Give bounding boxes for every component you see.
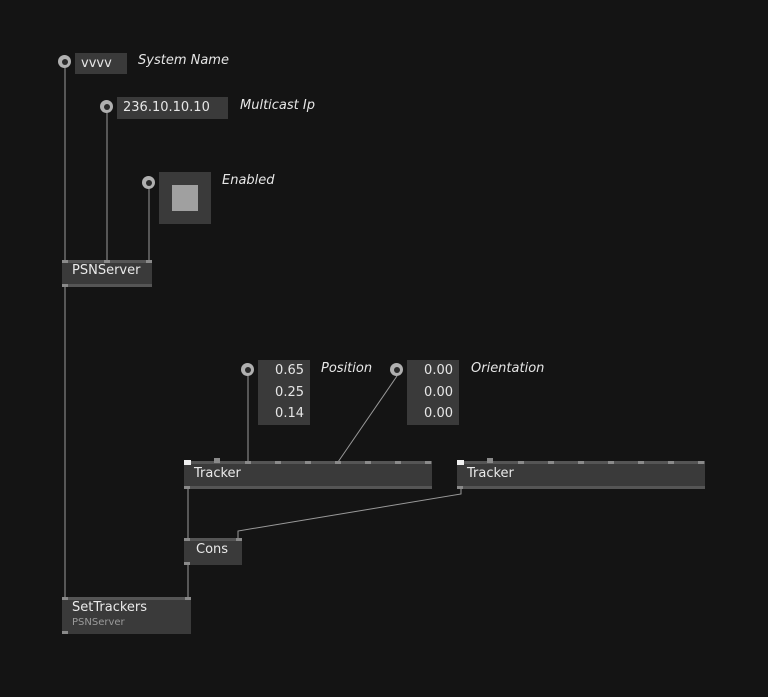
link-orientation-to-tracker bbox=[337, 375, 398, 463]
system-name-value: vvvv bbox=[81, 56, 112, 71]
position-iopad-icon[interactable] bbox=[241, 363, 254, 376]
multicast-ip-iopad-icon[interactable] bbox=[100, 100, 113, 113]
settrackers-output-pin[interactable] bbox=[62, 631, 68, 634]
orientation-iobox[interactable]: 0.00 0.00 0.00 bbox=[407, 360, 459, 425]
tracker-node[interactable]: Tracker bbox=[457, 461, 705, 489]
position-label: Position bbox=[321, 361, 373, 376]
multicast-ip-iobox[interactable]: 236.10.10.10 bbox=[117, 97, 228, 119]
node-bottom-bar bbox=[184, 486, 432, 489]
node-bottom-bar bbox=[457, 486, 705, 489]
link-tracker2-to-cons bbox=[237, 489, 462, 538]
tracker-node[interactable]: Tracker bbox=[184, 461, 432, 489]
multicast-ip-value: 236.10.10.10 bbox=[123, 100, 210, 115]
orientation-value-z: 0.00 bbox=[424, 406, 453, 421]
tracker-input-pin[interactable] bbox=[457, 460, 464, 465]
tracker-input-pin[interactable] bbox=[275, 461, 281, 464]
tracker-input-pin[interactable] bbox=[335, 461, 341, 464]
settrackers-title: SetTrackers bbox=[72, 600, 148, 615]
psnserver-input-pin[interactable] bbox=[62, 260, 68, 263]
tracker-output-pin[interactable] bbox=[457, 486, 463, 489]
tracker-input-pin[interactable] bbox=[425, 461, 431, 464]
node-top-bar bbox=[62, 597, 191, 600]
psnserver-input-pin[interactable] bbox=[104, 260, 110, 263]
system-name-iobox[interactable]: vvvv bbox=[75, 53, 127, 74]
cons-title: Cons bbox=[196, 542, 229, 557]
node-bottom-bar bbox=[62, 284, 152, 287]
tracker-input-pin[interactable] bbox=[245, 461, 251, 464]
tracker-input-pin[interactable] bbox=[698, 461, 704, 464]
tracker-input-pin[interactable] bbox=[578, 461, 584, 464]
psnserver-input-pin[interactable] bbox=[146, 260, 152, 263]
tracker-input-pin[interactable] bbox=[305, 461, 311, 464]
tracker-input-pin[interactable] bbox=[518, 461, 524, 464]
orientation-value-x: 0.00 bbox=[424, 363, 453, 378]
enabled-toggle[interactable] bbox=[159, 172, 211, 224]
psnserver-title: PSNServer bbox=[72, 263, 141, 278]
settrackers-input-pin[interactable] bbox=[62, 597, 68, 600]
settrackers-category: PSNServer bbox=[72, 617, 125, 628]
position-value-x: 0.65 bbox=[275, 363, 304, 378]
enabled-iopad-icon[interactable] bbox=[142, 176, 155, 189]
tracker-input-pin[interactable] bbox=[608, 461, 614, 464]
orientation-iopad-icon[interactable] bbox=[390, 363, 403, 376]
settrackers-node[interactable]: SetTrackers PSNServer bbox=[62, 597, 191, 634]
orientation-label: Orientation bbox=[471, 361, 545, 376]
tracker-input-pin[interactable] bbox=[214, 458, 220, 463]
tracker-title: Tracker bbox=[194, 466, 241, 481]
node-top-bar bbox=[184, 538, 242, 541]
tracker-input-pin[interactable] bbox=[365, 461, 371, 464]
psnserver-node[interactable]: PSNServer bbox=[62, 260, 152, 287]
system-name-iopad-icon[interactable] bbox=[58, 55, 71, 68]
tracker-input-pin[interactable] bbox=[487, 458, 493, 463]
tracker-input-pin[interactable] bbox=[668, 461, 674, 464]
cons-input-pin[interactable] bbox=[236, 538, 242, 541]
cons-output-pin[interactable] bbox=[184, 562, 190, 565]
orientation-value-y: 0.00 bbox=[424, 385, 453, 400]
tracker-input-pin[interactable] bbox=[638, 461, 644, 464]
tracker-input-pin[interactable] bbox=[395, 461, 401, 464]
settrackers-input-pin[interactable] bbox=[185, 597, 191, 600]
psnserver-output-pin[interactable] bbox=[62, 284, 68, 287]
position-value-y: 0.25 bbox=[275, 385, 304, 400]
tracker-input-pin[interactable] bbox=[548, 461, 554, 464]
position-value-z: 0.14 bbox=[275, 406, 304, 421]
position-iobox[interactable]: 0.65 0.25 0.14 bbox=[258, 360, 310, 425]
tracker-title: Tracker bbox=[467, 466, 514, 481]
cons-input-pin[interactable] bbox=[184, 538, 190, 541]
tracker-output-pin[interactable] bbox=[184, 486, 190, 489]
cons-node[interactable]: Cons bbox=[184, 538, 242, 565]
multicast-ip-label: Multicast Ip bbox=[240, 98, 315, 113]
system-name-label: System Name bbox=[138, 53, 229, 68]
enabled-toggle-indicator bbox=[172, 185, 198, 211]
enabled-label: Enabled bbox=[222, 173, 275, 188]
tracker-input-pin[interactable] bbox=[184, 460, 191, 465]
